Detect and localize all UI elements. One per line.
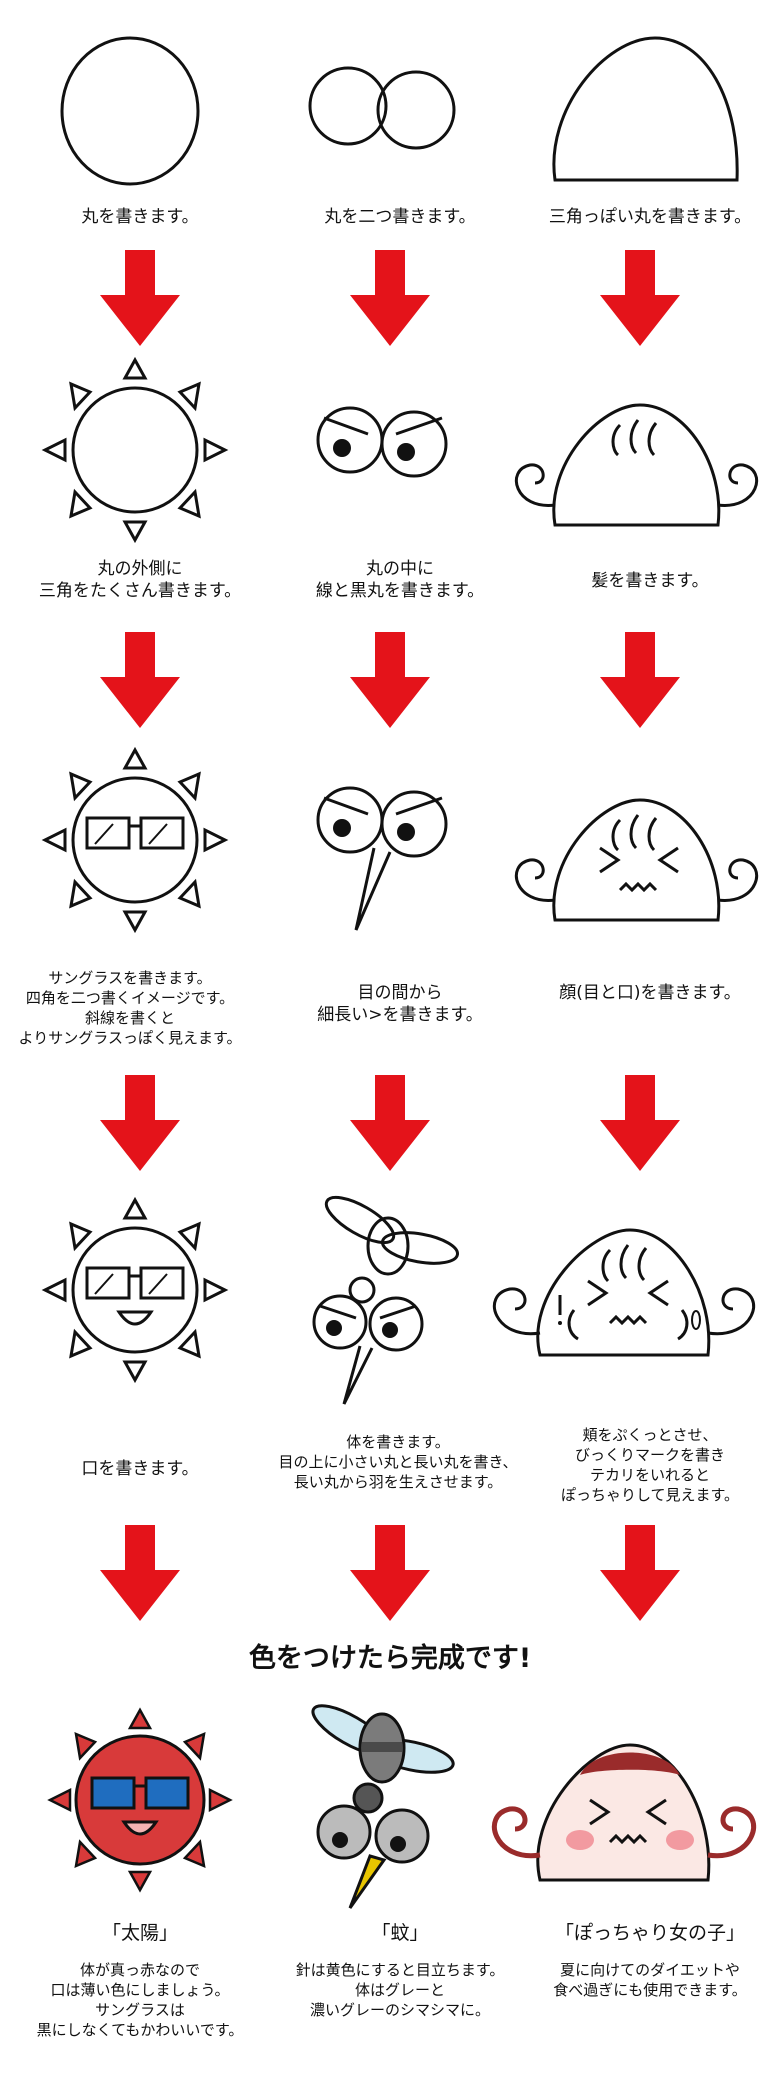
girl-step1-caption: 三角っぽい丸を書きます。 (548, 207, 752, 227)
girl-step2-drawing (514, 403, 759, 527)
girl-final-drawing (491, 1743, 757, 1882)
sun-step1-circle (60, 36, 200, 186)
girl-step1-shape (552, 36, 739, 182)
down-arrow-icon (600, 250, 680, 346)
mosquito-step3-caption: 目の間から 細長い>を書きます。 (317, 983, 483, 1025)
mosquito-final-desc: 針は黄色にすると目立ちます。 体はグレーと 濃いグレーのシマシマに。 (295, 1961, 505, 2019)
girl-step3-caption: 顔(目と口)を書きます。 (559, 983, 741, 1003)
girl-step4-caption: 頬をぷくっとさせ、 びっくりマークを書き テカリをいれると ぽっちゃりして見えま… (560, 1426, 740, 1504)
down-arrow-icon (100, 1525, 180, 1621)
sun-step3-drawing (43, 748, 227, 932)
mosquito-final-title: 「蚊」 (371, 1922, 429, 1944)
mosquito-step4-caption: 体を書きます。 目の上に小さい丸と長い丸を書き、 長い丸から羽を生えさせます。 (278, 1433, 518, 1491)
sun-step4-drawing (43, 1198, 227, 1382)
down-arrow-icon (350, 250, 430, 346)
down-arrow-icon (600, 1075, 680, 1171)
sun-step2-caption: 丸の外側に 三角をたくさん書きます。 (38, 559, 242, 601)
sun-final-title: 「太陽」 (101, 1922, 178, 1944)
down-arrow-icon (100, 250, 180, 346)
mosquito-step2-eyes (316, 406, 448, 478)
down-arrow-icon (100, 632, 180, 728)
sun-step3-caption: サングラスを書きます。 四角を二つ書くイメージです。 斜線を書くと よりサングラ… (18, 969, 242, 1047)
mosquito-final-drawing (311, 1704, 455, 1909)
sun-final-drawing (47, 1707, 233, 1893)
down-arrow-icon (600, 632, 680, 728)
sun-step1-caption: 丸を書きます。 (81, 207, 199, 227)
down-arrow-icon (350, 1525, 430, 1621)
down-arrow-icon (350, 1075, 430, 1171)
down-arrow-icon (100, 1075, 180, 1171)
mosquito-step3-drawing (316, 786, 448, 931)
mosquito-step4-drawing (312, 1195, 460, 1405)
girl-step3-drawing (514, 798, 759, 922)
girl-final-title: 「ぽっちゃり女の子」 (554, 1922, 745, 1944)
girl-final-desc: 夏に向けてのダイエットや 食べ過ぎにも使用できます。 (553, 1961, 747, 1999)
down-arrow-icon (350, 632, 430, 728)
down-arrow-icon (600, 1525, 680, 1621)
girl-step2-caption: 髪を書きます。 (591, 571, 709, 591)
girl-step4-drawing (492, 1228, 756, 1357)
sun-step2-drawing (43, 358, 227, 542)
mosquito-step2-caption: 丸の中に 線と黒丸を書きます。 (315, 559, 485, 601)
final-heading: 色をつけたら完成です! (248, 1643, 532, 1674)
mosquito-step1-caption: 丸を二つ書きます。 (324, 207, 476, 227)
mosquito-step1-circles (308, 66, 456, 150)
sun-final-desc: 体が真っ赤なので 口は薄い色にしましょう。 サングラスは 黒にしなくてもかわいい… (36, 1961, 244, 2039)
sun-step4-caption: 口を書きます。 (81, 1459, 199, 1479)
